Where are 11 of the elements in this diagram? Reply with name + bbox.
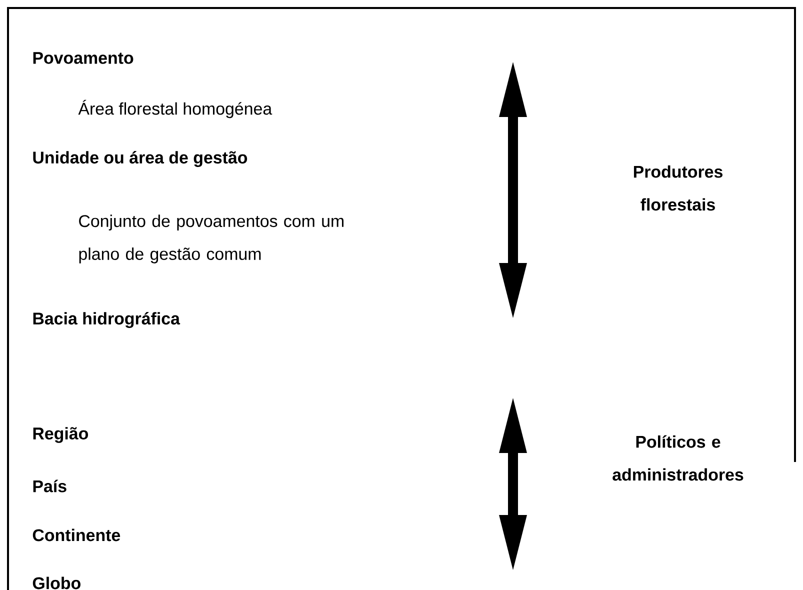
level-heading: Unidade ou área de gestão: [33, 151, 248, 167]
level-heading: Continente: [32, 528, 120, 542]
level-heading: Povoamento: [33, 52, 134, 64]
level-heading: Região: [33, 427, 88, 443]
level-description: Área florestal homogénea: [78, 100, 272, 118]
group-label: Produtores florestais: [634, 165, 722, 211]
level-heading: País: [33, 480, 66, 492]
group-label: Políticos e administradores: [612, 435, 744, 481]
level-description: Conjunto de povoamentos com um plano de gestão comum: [79, 214, 344, 264]
level-heading: Globo: [32, 576, 80, 590]
level-heading: Bacia hidrográfica: [33, 312, 180, 328]
